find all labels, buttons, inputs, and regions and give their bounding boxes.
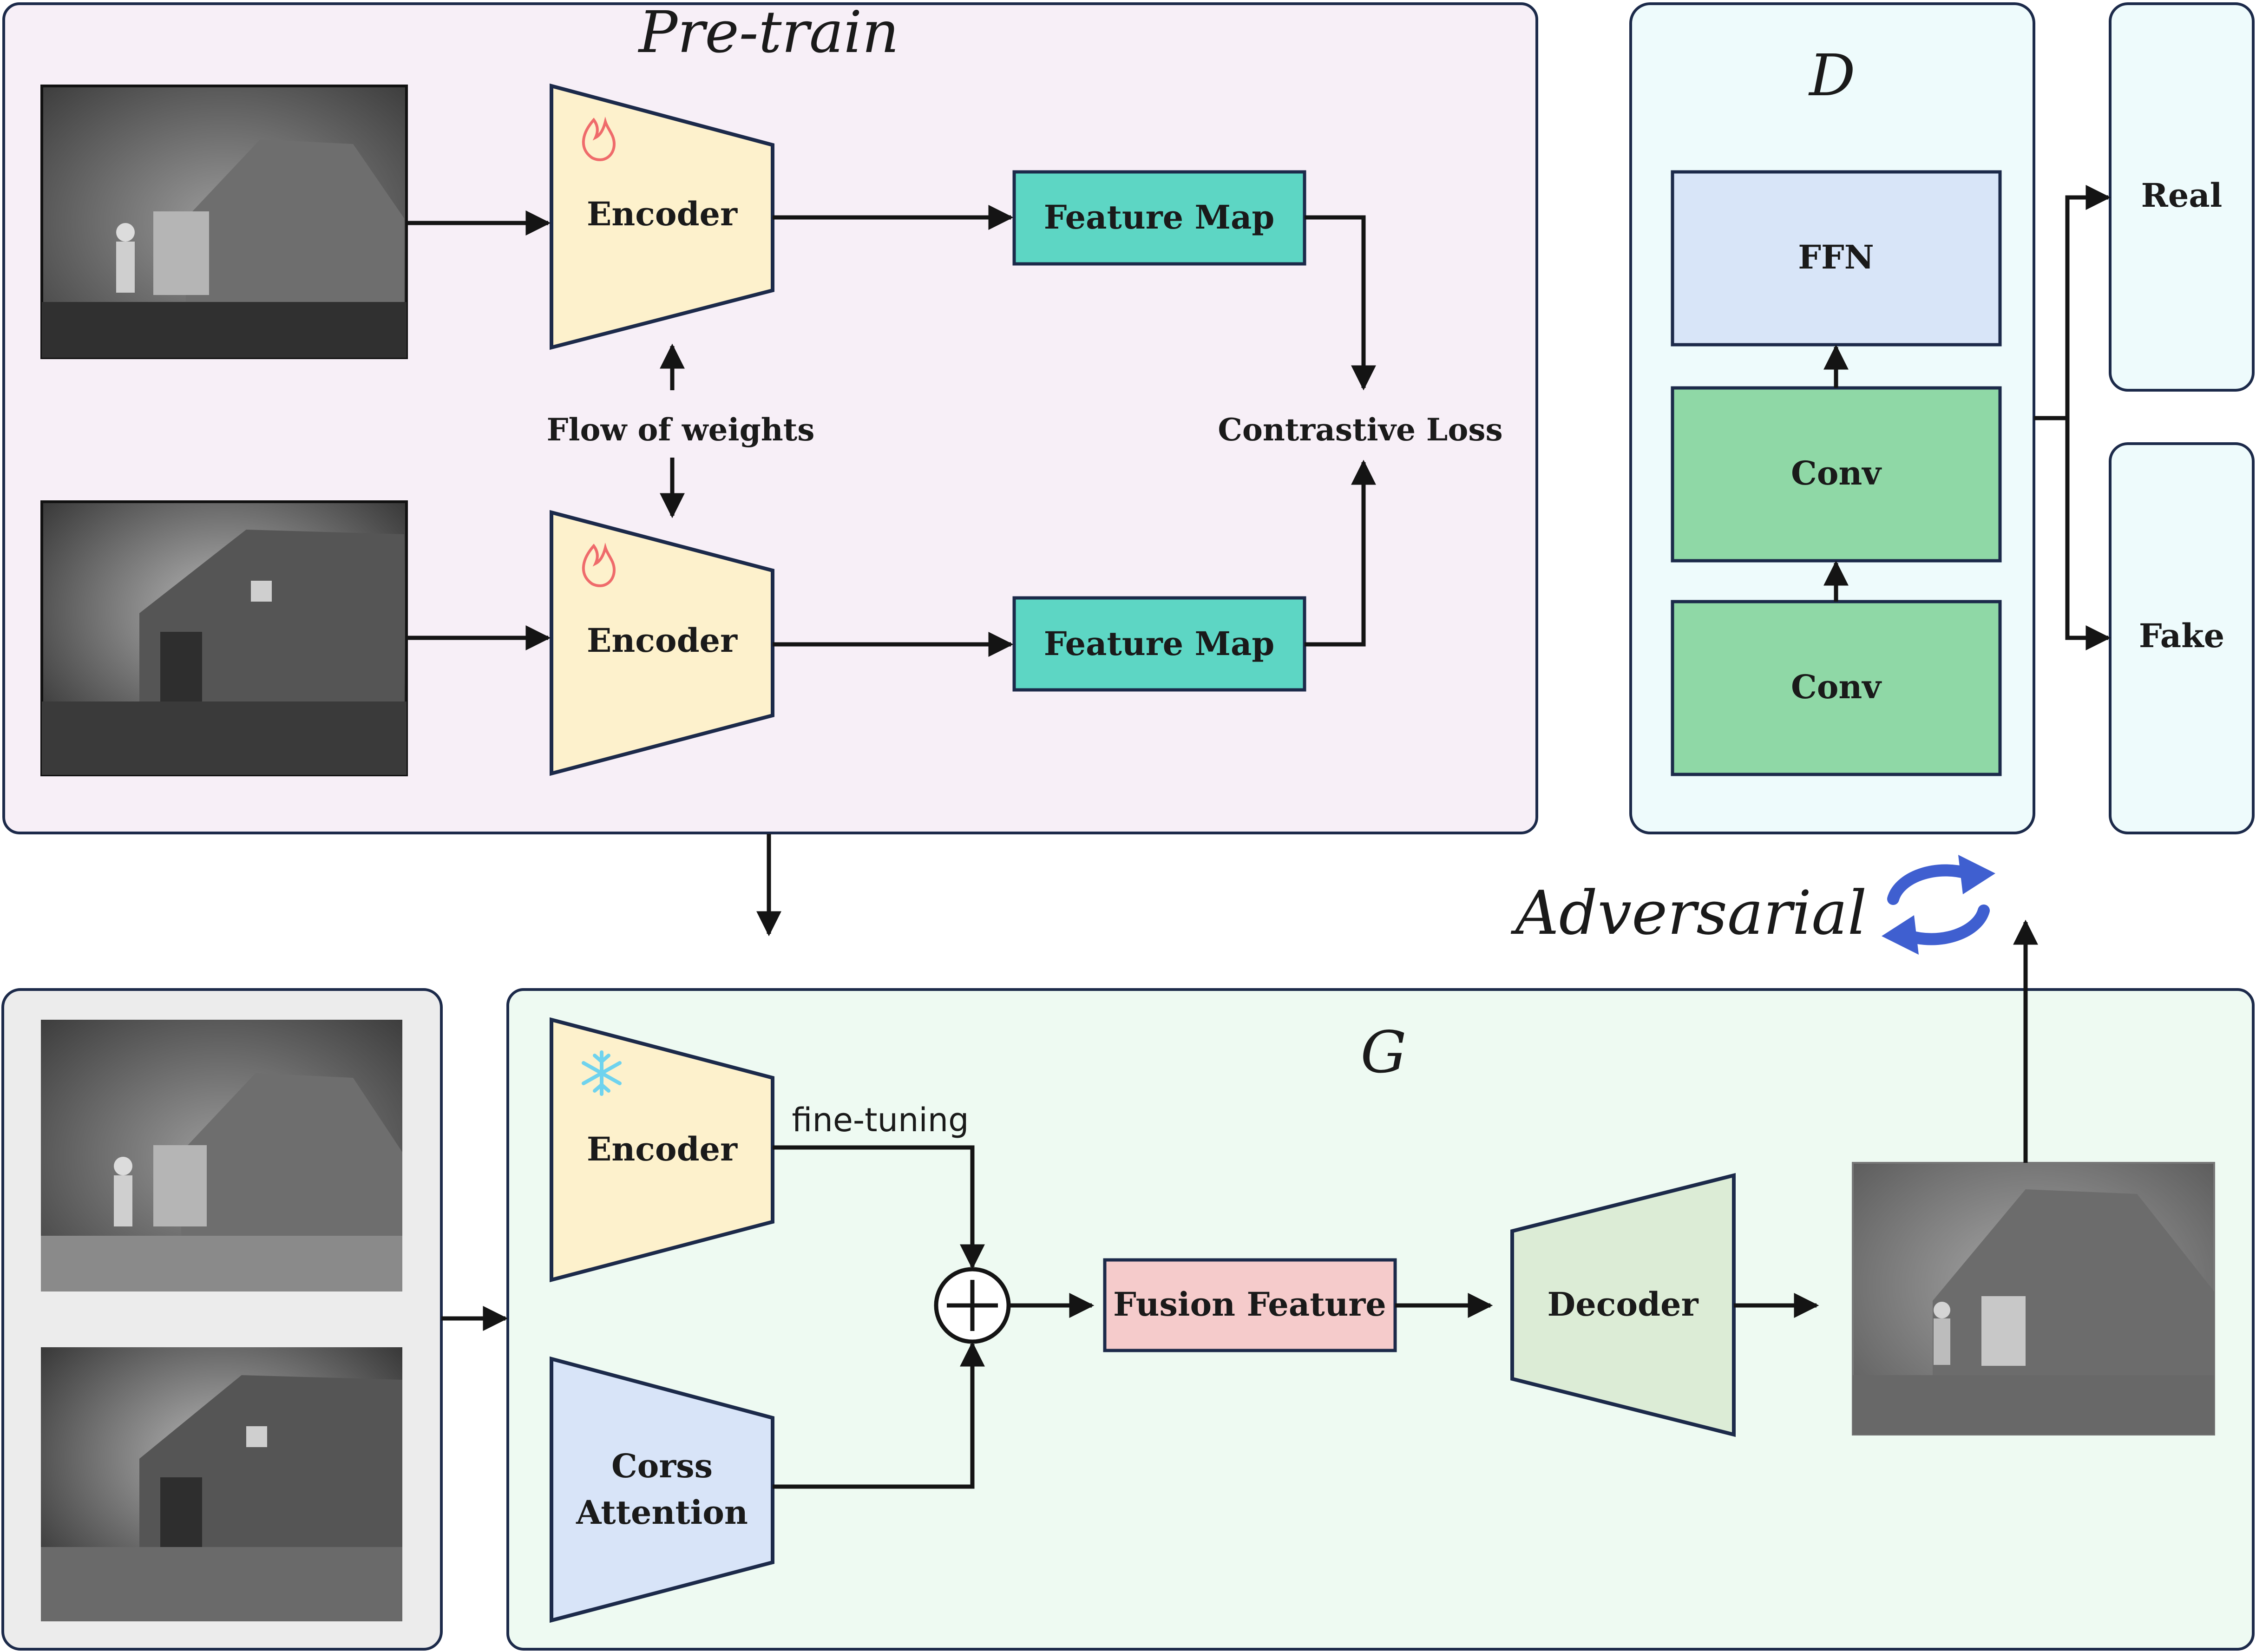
flow-of-weights-label: Flow of weights bbox=[547, 412, 815, 448]
encoder-bottom-label: Encoder bbox=[587, 621, 738, 660]
conv-bottom-label: Conv bbox=[1791, 668, 1882, 706]
pretrain-arrows bbox=[407, 205, 1376, 937]
decoder-block bbox=[1510, 1173, 1736, 1437]
feature-map-bottom-label: Feature Map bbox=[1044, 624, 1275, 663]
ffn-label: FFN bbox=[1798, 238, 1874, 276]
encoder-generator bbox=[550, 1017, 774, 1283]
encoder-bottom-pretrain bbox=[550, 510, 774, 776]
encoder-top-pretrain bbox=[550, 83, 774, 350]
generator-title: G bbox=[1360, 1019, 1406, 1086]
cycle-arrows-icon bbox=[1882, 855, 1995, 955]
real-label: Real bbox=[2141, 176, 2223, 215]
fake-label: Fake bbox=[2139, 616, 2224, 655]
fusion-feature-label: Fusion Feature bbox=[1113, 1285, 1386, 1324]
cross-attention-label-line2: Attention bbox=[576, 1493, 748, 1532]
contrastive-loss-label: Contrastive Loss bbox=[1218, 412, 1502, 448]
conv-top-label: Conv bbox=[1791, 454, 1882, 492]
cross-attention-label-line1: Corss bbox=[611, 1447, 713, 1485]
pretrain-title: Pre-train bbox=[638, 0, 899, 66]
adversarial-label: Adversarial bbox=[1511, 878, 1867, 948]
flame-icon bbox=[582, 116, 616, 161]
conv-bottom-block bbox=[1671, 600, 2002, 776]
decoder-label: Decoder bbox=[1548, 1285, 1699, 1324]
visible-image-input bbox=[41, 1347, 402, 1621]
feature-map-top-label: Feature Map bbox=[1044, 198, 1275, 236]
discriminator-arrows bbox=[1823, 185, 2111, 650]
visible-image-pretrain bbox=[40, 500, 408, 776]
add-operator-icon bbox=[934, 1267, 1011, 1344]
conv-top-block bbox=[1671, 386, 2002, 563]
cross-attention-block bbox=[550, 1356, 774, 1623]
snowflake-icon bbox=[582, 1050, 622, 1096]
discriminator-title: D bbox=[1808, 42, 1855, 109]
encoder-generator-label: Encoder bbox=[587, 1130, 738, 1168]
ffn-block bbox=[1671, 170, 2002, 347]
infrared-image-input bbox=[41, 1020, 402, 1291]
fusion-feature-block bbox=[1103, 1258, 1397, 1352]
feature-map-bottom bbox=[1012, 596, 1306, 692]
encoder-top-label: Encoder bbox=[587, 195, 738, 233]
generator-arrows bbox=[441, 919, 2038, 1489]
infrared-image-pretrain bbox=[40, 85, 408, 359]
fused-output-image bbox=[1852, 1162, 2215, 1436]
fine-tuning-label: fine-tuning bbox=[792, 1101, 969, 1139]
flame-icon bbox=[582, 542, 616, 587]
